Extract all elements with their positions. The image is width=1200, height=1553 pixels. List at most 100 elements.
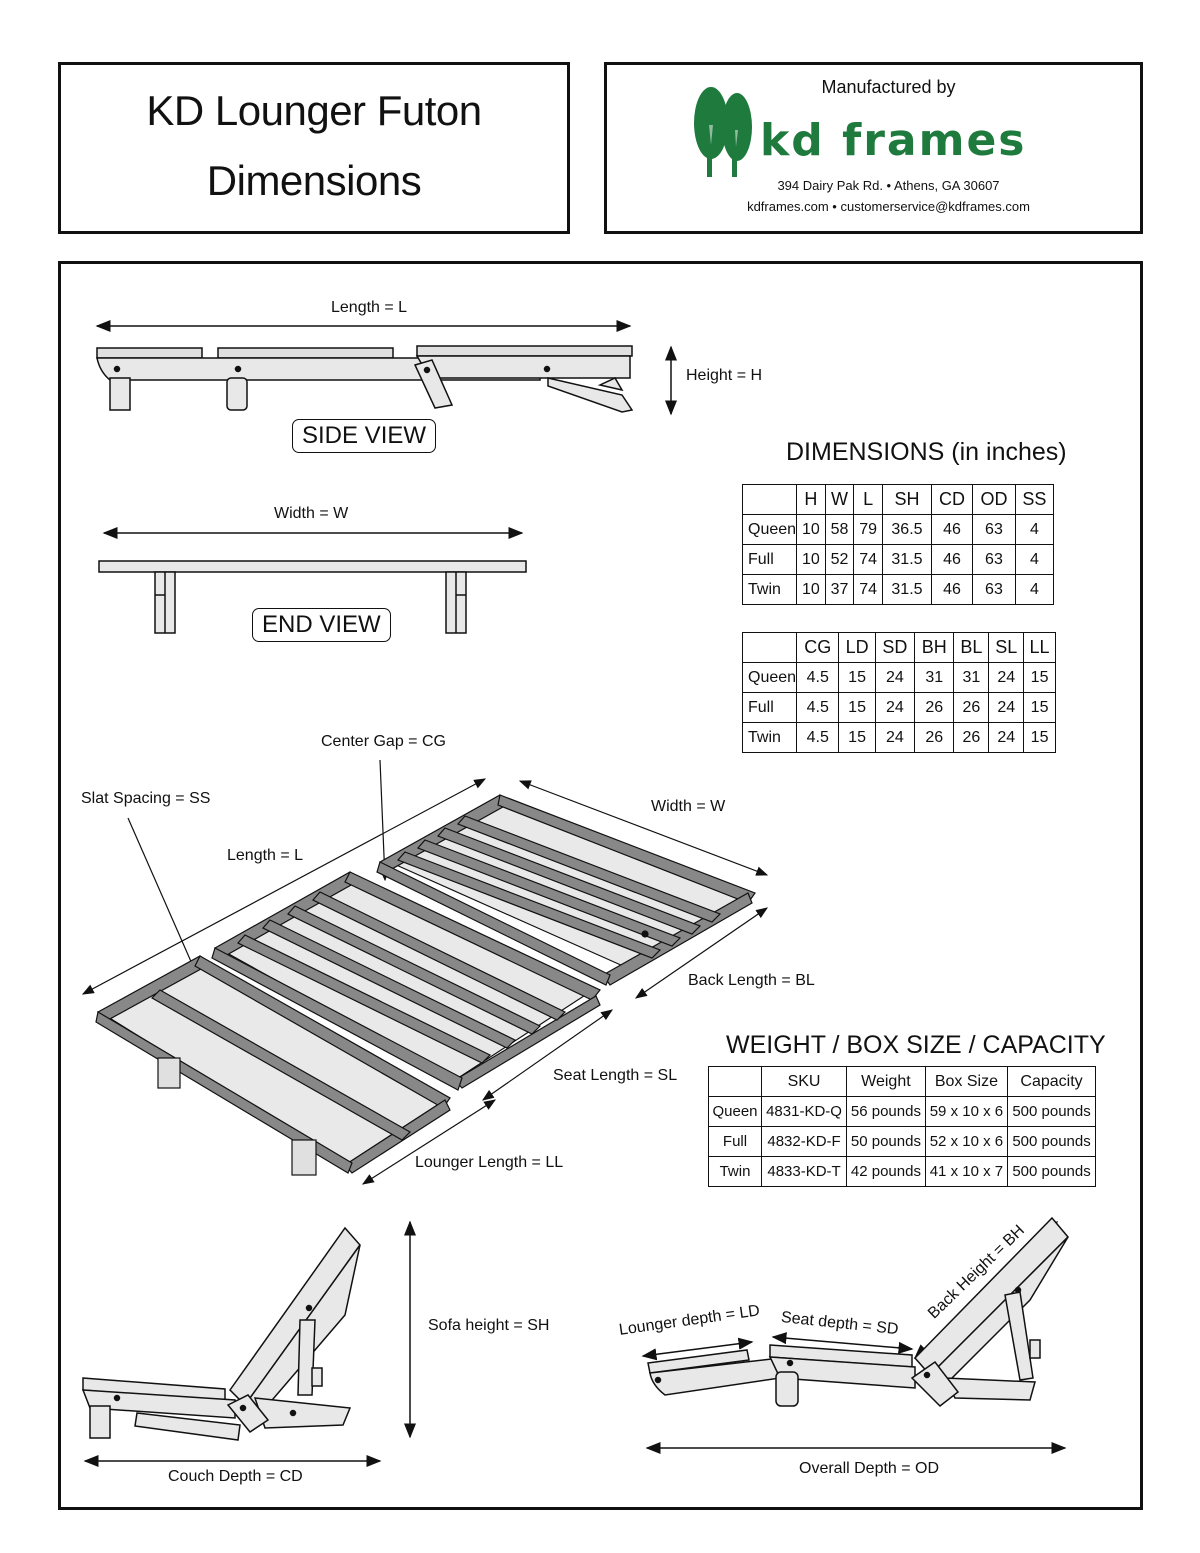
row-label: Twin <box>708 1156 762 1187</box>
table-cell: 46 <box>930 574 974 605</box>
table-row: Twin 10 37 74 31.5 46 63 4 <box>741 574 1055 605</box>
table-cell: 46 <box>930 514 974 545</box>
table-cell: 26 <box>914 722 955 753</box>
table-header-row: CG LD SD BH BL SL LL <box>741 632 1056 663</box>
iso-width-label: Width = W <box>651 798 726 815</box>
table-cell: 79 <box>853 514 883 545</box>
table-cell: 500 pounds <box>1007 1096 1096 1127</box>
end-view-drawing <box>98 527 527 634</box>
table-cell: 42 pounds <box>846 1156 926 1187</box>
table-cell: 4.5 <box>796 662 840 693</box>
overall-depth-label: Overall Depth = OD <box>799 1460 940 1477</box>
table-header-cell: W <box>824 484 855 515</box>
dimensions-heading: DIMENSIONS (in inches) <box>786 438 1067 466</box>
table-header-row: SKU Weight Box Size Capacity <box>708 1066 1096 1097</box>
seat-length-label: Seat Length = SL <box>553 1067 678 1084</box>
sofa-height-label: Sofa height = SH <box>428 1317 550 1334</box>
table-cell: 46 <box>930 544 974 575</box>
brand-logo-text: kd frames <box>760 115 1027 166</box>
manufacturer-box: Manufactured by kd frames 394 Dairy Pak … <box>604 62 1143 234</box>
table-cell: 24 <box>988 692 1025 723</box>
table-cell: 63 <box>972 574 1016 605</box>
table-cell: 50 pounds <box>846 1126 926 1157</box>
table-cell: 15 <box>838 722 876 753</box>
table-cell: 24 <box>988 722 1025 753</box>
row-label: Full <box>741 692 798 723</box>
table-header-cell: CG <box>796 632 840 663</box>
table-row: Twin 4833-KD-T 42 pounds 41 x 10 x 7 500… <box>708 1156 1096 1187</box>
table-header-cell: CD <box>930 484 974 515</box>
table-cell: 10 <box>796 544 826 575</box>
manufactured-by-label: Manufactured by <box>821 77 956 97</box>
row-label: Queen <box>741 514 798 545</box>
table-cell: 4833-KD-T <box>760 1156 848 1187</box>
table-cell: 24 <box>988 662 1025 693</box>
table-cell: 58 <box>824 514 855 545</box>
weight-table: SKU Weight Box Size Capacity Queen 4831-… <box>708 1066 1096 1187</box>
row-label: Twin <box>741 574 798 605</box>
table-cell: 36.5 <box>881 514 932 545</box>
table-cell: 41 x 10 x 7 <box>924 1156 1009 1187</box>
table-cell: 26 <box>953 722 990 753</box>
table-cell: 37 <box>824 574 855 605</box>
row-label: Full <box>741 544 798 575</box>
iso-length-label: Length = L <box>227 847 304 864</box>
table-header-cell: SL <box>988 632 1025 663</box>
table-row: Full 10 52 74 31.5 46 63 4 <box>741 544 1055 575</box>
side-view-drawing <box>95 320 677 416</box>
table-cell: 59 x 10 x 6 <box>924 1096 1009 1127</box>
table-cell: 31.5 <box>881 544 932 575</box>
table-header-cell: H <box>796 484 826 515</box>
table-cell: 15 <box>838 662 876 693</box>
table-header-cell: OD <box>972 484 1016 515</box>
table-header-cell: Capacity <box>1007 1066 1096 1097</box>
table-header-row: H W L SH CD OD SS <box>741 484 1055 515</box>
table-cell: 24 <box>874 722 916 753</box>
table-row: Twin 4.5 15 24 26 26 24 15 <box>741 722 1056 753</box>
table-header-cell: Box Size <box>924 1066 1009 1097</box>
width-label: Width = W <box>274 505 349 522</box>
table-cell: 4 <box>1014 514 1055 545</box>
table-cell: 10 <box>796 514 826 545</box>
table-cell: 74 <box>853 544 883 575</box>
sofa-position-drawing <box>81 1220 416 1467</box>
page-title-line1: KD Lounger Futon <box>146 87 482 134</box>
table-cell: 4.5 <box>796 692 840 723</box>
table-header-cell: BH <box>914 632 955 663</box>
table-cell: 24 <box>874 662 916 693</box>
table-corner-cell <box>708 1066 762 1097</box>
row-label: Queen <box>708 1096 762 1127</box>
table-cell: 31.5 <box>881 574 932 605</box>
table-row: Full 4832-KD-F 50 pounds 52 x 10 x 6 500… <box>708 1126 1096 1157</box>
lounger-length-label: Lounger Length = LL <box>415 1154 564 1171</box>
row-label: Queen <box>741 662 798 693</box>
table-cell: 52 <box>824 544 855 575</box>
contact-text: kdframes.com • customerservice@kdframes.… <box>747 199 1030 214</box>
table-cell: 15 <box>1023 692 1056 723</box>
address-text: 394 Dairy Pak Rd. • Athens, GA 30607 <box>777 178 1000 193</box>
table-cell: 63 <box>972 544 1016 575</box>
center-gap-label: Center Gap = CG <box>321 733 446 750</box>
row-label: Twin <box>741 722 798 753</box>
table-cell: 4 <box>1014 544 1055 575</box>
table-header-cell: SS <box>1014 484 1055 515</box>
table-cell: 15 <box>1023 662 1056 693</box>
isometric-frame-drawing <box>81 759 769 1185</box>
table-cell: 4 <box>1014 574 1055 605</box>
length-label: Length = L <box>331 299 408 316</box>
end-view-label: END VIEW <box>252 608 391 642</box>
main-panel <box>58 261 1143 1510</box>
weight-heading: WEIGHT / BOX SIZE / CAPACITY <box>726 1031 1106 1059</box>
table-cell: 31 <box>914 662 955 693</box>
table-header-cell: Weight <box>846 1066 926 1097</box>
table-corner-cell <box>741 484 798 515</box>
table-cell: 4832-KD-F <box>760 1126 848 1157</box>
couch-depth-label: Couch Depth = CD <box>168 1468 303 1485</box>
dimensions-table-2: CG LD SD BH BL SL LL Queen 4.5 15 24 31 … <box>741 632 1056 753</box>
table-cell: 500 pounds <box>1007 1156 1096 1187</box>
table-header-cell: BL <box>953 632 990 663</box>
table-cell: 52 x 10 x 6 <box>924 1126 1009 1157</box>
height-label: Height = H <box>686 367 763 384</box>
table-row: Queen 10 58 79 36.5 46 63 4 <box>741 514 1055 545</box>
